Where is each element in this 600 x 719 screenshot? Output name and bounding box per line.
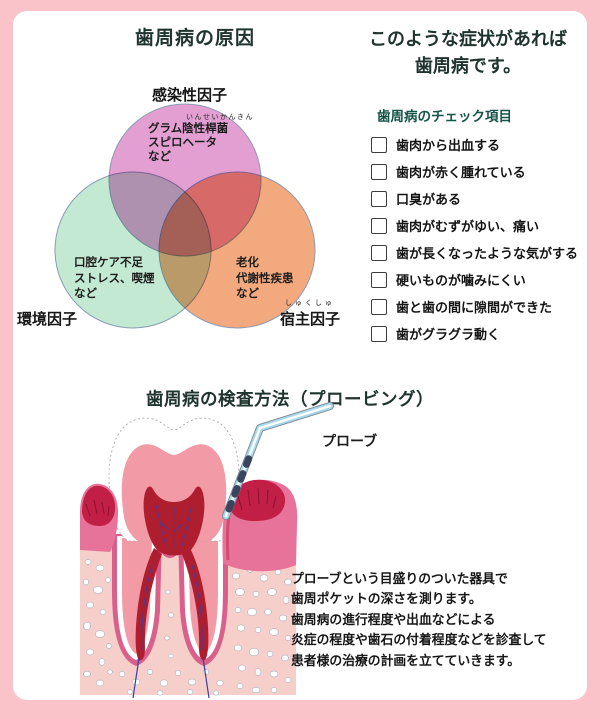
probe-markings [225, 454, 253, 513]
probe [222, 402, 334, 520]
checklist-row: 歯肉から出血する [371, 131, 578, 158]
checklist-row: 歯がグラグラ動く [371, 320, 578, 347]
symptoms-title: このような症状があれば 歯周病です。 [352, 26, 584, 80]
checklist-row: 硬いものが噛みにくい [371, 266, 578, 293]
furigana-host: しゅくしゅ [285, 300, 335, 307]
checkbox[interactable] [371, 244, 387, 261]
venn-circle-host [158, 171, 316, 329]
probe-label: プローブ [322, 433, 378, 449]
venn-text-environment: 口腔ケア不足 ストレス、喫煙 など [74, 257, 155, 300]
symptoms-title-line2: 歯周病です。 [414, 56, 522, 76]
venn-text-host: 老化 代謝性疾患 など [236, 257, 294, 300]
symptom-checklist: 歯肉から出血する 歯肉が赤く腫れている 口臭がある 歯肉がむずがゆい、痛い 歯が… [371, 131, 578, 347]
venn-label-host: 宿主因子 [280, 311, 341, 328]
symptoms-title-line1: このような症状があれば [369, 29, 567, 49]
furigana-infectious: いんせいかんきん [186, 114, 254, 121]
checkbox[interactable] [371, 217, 387, 234]
checkbox[interactable] [371, 163, 387, 180]
checkbox[interactable] [371, 271, 387, 288]
checklist-row: 歯と歯の間に隙間ができた [371, 293, 578, 320]
checkbox[interactable] [371, 298, 387, 315]
venn-label-environment: 環境因子 [17, 311, 78, 328]
checklist-row: 口臭がある [371, 185, 578, 212]
blood-vessels [132, 504, 210, 699]
venn-section-title: 歯周病の原因 [134, 28, 255, 49]
tooth-cross-section-illustration [80, 402, 334, 699]
venn-label-infectious: 感染性因子 [152, 87, 228, 104]
probing-description: プローブという目盛りのついた器具で 歯周ポケットの深さを測ります。 歯周病の進行… [291, 571, 547, 668]
venn-diagram [54, 103, 316, 329]
checklist-row: 歯肉が赤く腫れている [371, 158, 578, 185]
venn-text-infectious: いんせいかんきん グラム陰性桿菌 スピロヘータ など [148, 114, 254, 163]
checklist-row: 歯肉がむずがゆい、痛い [371, 212, 578, 239]
probing-title: 歯周病の検査方法（プロービング） [146, 389, 434, 409]
checklist-title: 歯周病のチェック項目 [377, 109, 512, 124]
checkbox[interactable] [371, 136, 387, 153]
checkbox[interactable] [371, 325, 387, 342]
checkbox[interactable] [371, 190, 387, 207]
checklist-row: 歯が長くなったような気がする [371, 239, 578, 266]
